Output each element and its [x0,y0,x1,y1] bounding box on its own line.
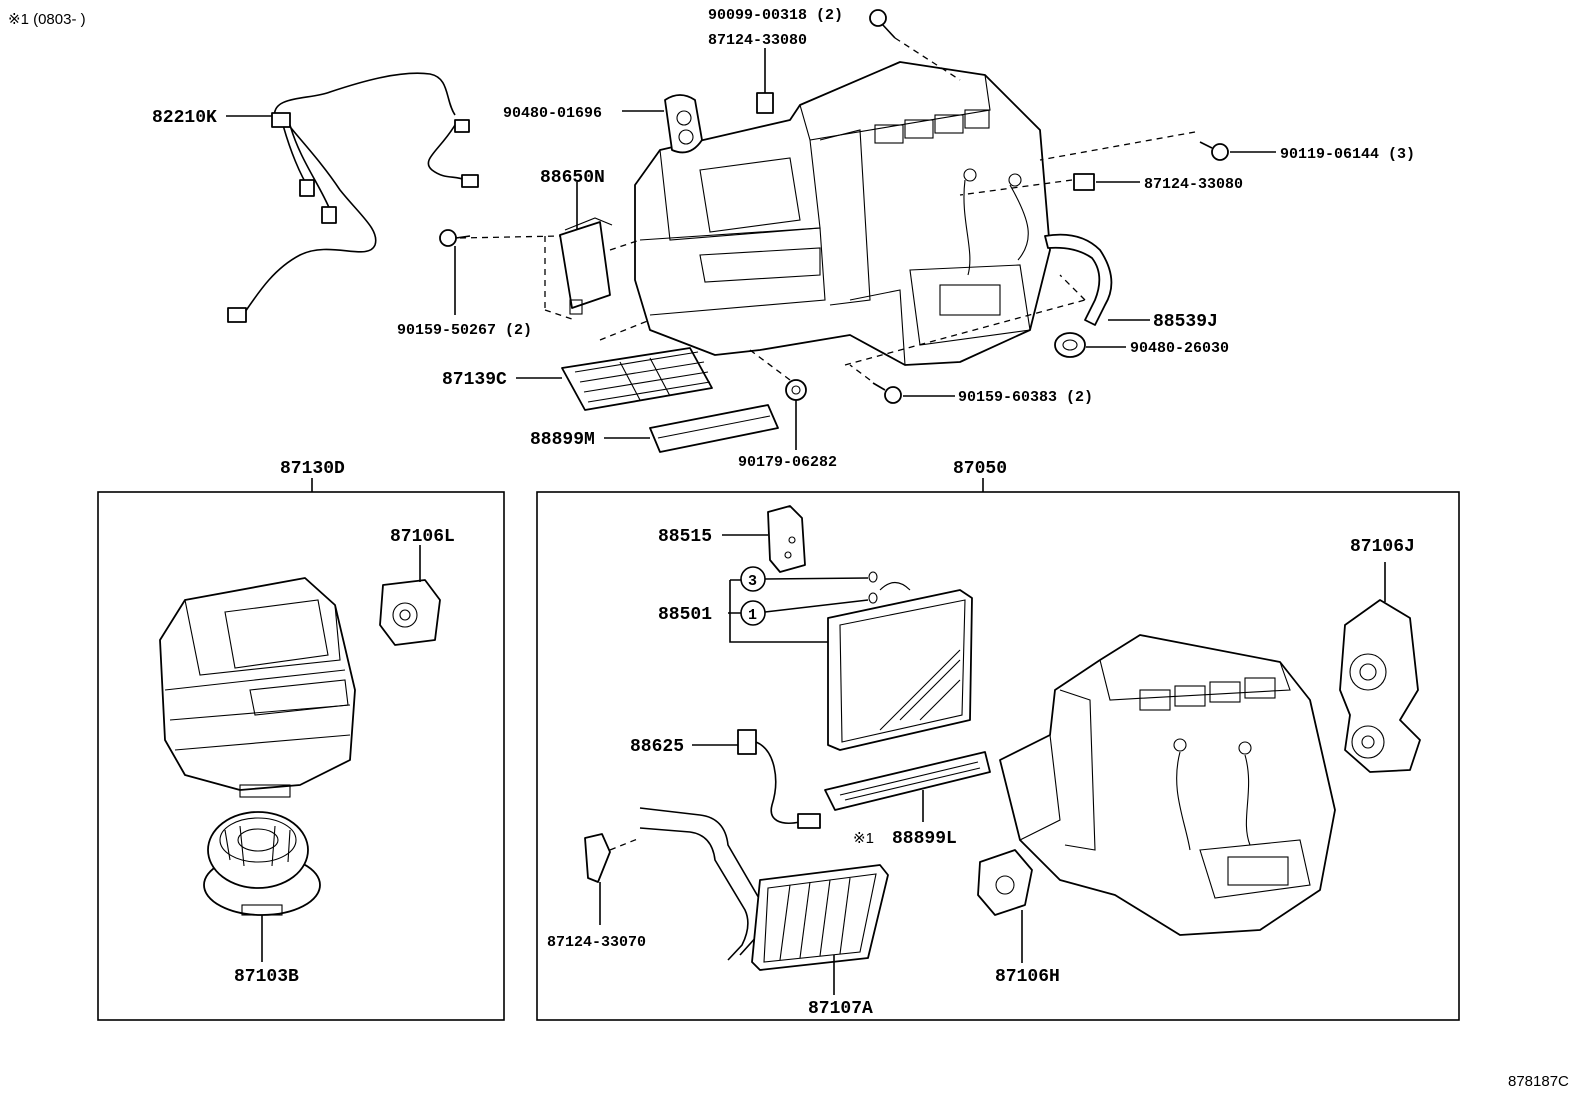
screw-icon [872,382,902,404]
label-servo-j: 87106J [1350,537,1415,557]
label-servo-h: 87106H [995,967,1060,987]
label-drain-grommet: 90480-26030 [1130,340,1229,357]
label-evap-cover: 88899L [892,829,957,849]
diagram-code: 878187C [1508,1073,1569,1090]
thermistor-icon [737,729,821,829]
label-left-assembly: 87130D [280,459,345,479]
label-amplifier: 88650N [540,168,605,188]
bolt-icon [869,9,896,39]
label-drain-hose: 88539J [1153,312,1218,332]
label-bracket-bottom: 87124-33070 [547,934,646,951]
label-wire-harness: 82210K [152,108,217,128]
drain-hose-icon [1044,233,1113,326]
heater-core-icon [639,807,889,971]
label-right-assembly: 87050 [953,459,1007,479]
cover-note: ※1 [853,830,874,847]
label-servo-left: 87106L [390,527,455,547]
servo-motor-icon [977,849,1033,916]
label-bolt-a: 90099-00318 (2) [708,7,843,24]
blower-motor-icon [203,811,321,916]
hvac-unit-icon [634,61,1051,366]
label-evaporator: 88501 [658,605,712,625]
left-assembly-box [97,491,505,1021]
label-expansion-valve: 88515 [658,527,712,547]
filter-cover-icon [649,404,779,453]
label-grommet: 90480-01696 [503,105,602,122]
bracket-icon [756,92,774,114]
pipe-bracket-icon [584,833,611,883]
label-thermistor: 88625 [630,737,684,757]
cabin-filter-icon [561,347,713,411]
label-bracket-top: 87124-33080 [708,32,807,49]
label-screw-left: 90159-50267 (2) [397,322,532,339]
label-screw-right: 90119-06144 (3) [1280,146,1415,163]
label-clip: 90179-06282 [738,454,837,471]
hvac-housing-icon [999,634,1336,936]
header-note: ※1 (0803- ) [8,11,86,28]
amplifier-icon [559,217,613,315]
label-filter: 87139C [442,370,507,390]
callout-oring-1: 1 [740,600,766,626]
label-heater-core: 87107A [808,999,873,1019]
label-filter-cover: 88899M [530,430,595,450]
servo-motor-icon [379,579,441,646]
callout-oring-1-text: 1 [748,607,757,624]
label-bracket-right: 87124-33080 [1144,176,1243,193]
drain-grommet-icon [1054,332,1086,358]
callout-oring-3-text: 3 [748,573,757,590]
right-assembly-box [536,491,1460,1021]
evaporator-cover-icon [824,751,991,811]
callout-oring-3: 3 [740,566,766,592]
evaporator-icon [827,581,973,751]
clip-icon [785,379,807,401]
grommet-icon [664,94,703,154]
wire-harness-icon [227,72,479,323]
label-screw-bottom: 90159-60383 (2) [958,389,1093,406]
screw-icon [1199,141,1229,161]
screw-icon [439,229,471,247]
bracket-icon [1073,173,1095,191]
expansion-valve-icon [767,505,806,573]
label-blower-motor: 87103B [234,967,299,987]
servo-motor-icon [1339,599,1421,773]
blower-case-icon [159,577,356,798]
